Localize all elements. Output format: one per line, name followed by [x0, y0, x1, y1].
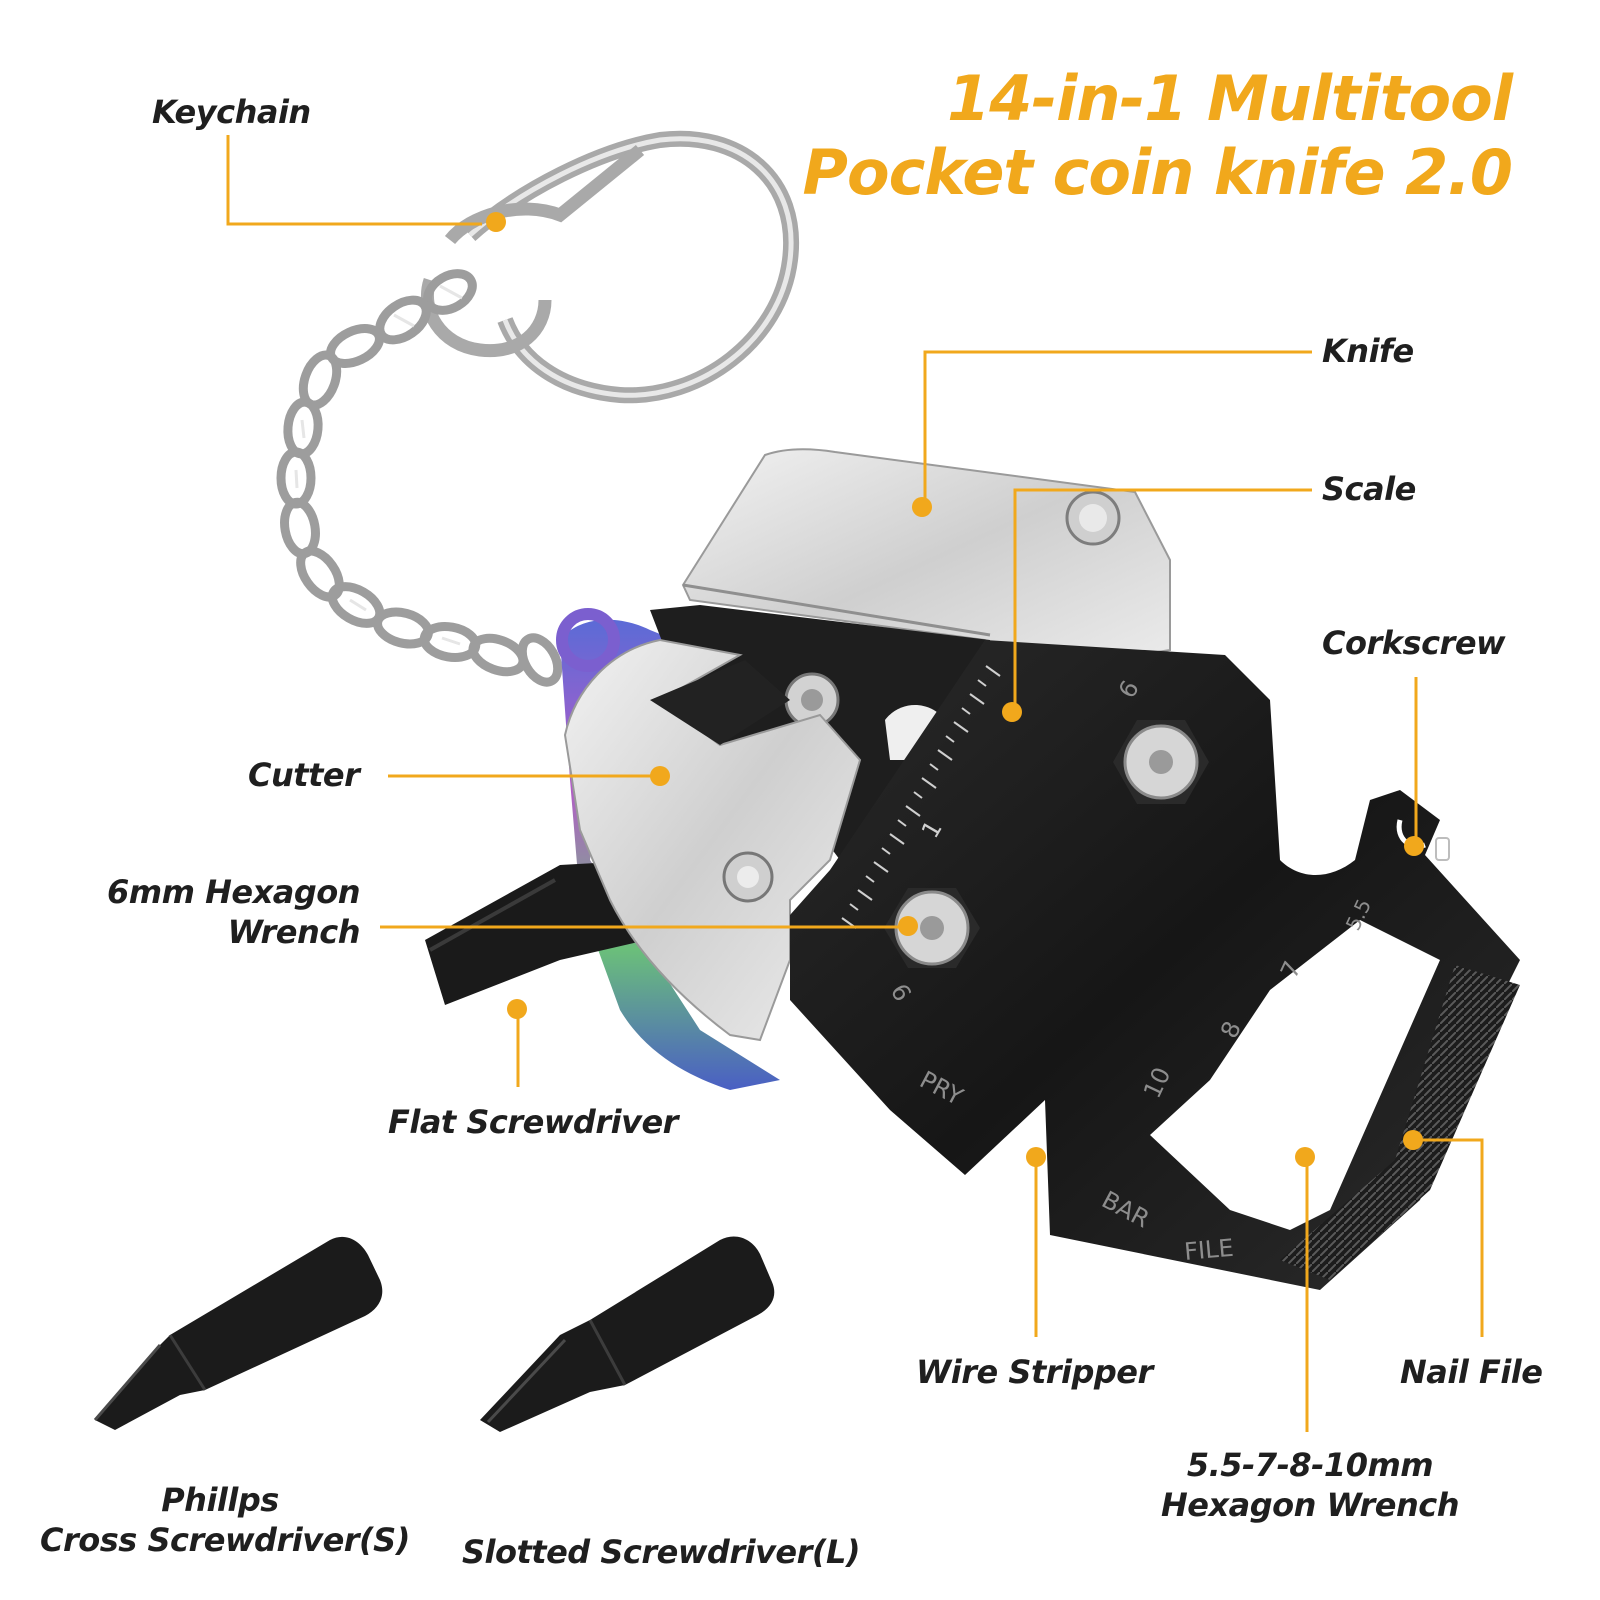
label-phillips-line-1: Phillps [161, 1481, 279, 1519]
label-6mm-hexagon-wrench: 6mm Hexagon Wrench [60, 872, 360, 952]
label-cutter: Cutter [248, 756, 360, 794]
label-multi-hex-line-2: Hexagon Wrench [1161, 1486, 1459, 1524]
callout-lines [226, 135, 1484, 1432]
engraving-file: FILE [1183, 1234, 1235, 1266]
nail-file-surface [1280, 965, 1520, 1280]
title-line-1: 14-in-1 Multitool [947, 62, 1513, 135]
label-scale: Scale [1322, 470, 1416, 508]
label-multi-hexagon-wrench: 5.5-7-8-10mm Hexagon Wrench [1120, 1445, 1500, 1525]
label-multi-hex-line-1: 5.5-7-8-10mm [1186, 1446, 1434, 1484]
chain [276, 269, 563, 687]
scale-ticks [841, 665, 1001, 929]
product-title: 14-in-1 Multitool Pocket coin knife 2.0 [802, 62, 1513, 210]
title-line-2: Pocket coin knife 2.0 [802, 136, 1513, 209]
label-slotted-screwdriver: Slotted Screwdriver(L) [462, 1533, 861, 1571]
torx-screws [884, 720, 1209, 968]
label-phillips-screwdriver: Phillps Cross Screwdriver(S) [40, 1480, 410, 1560]
label-phillips-line-2: Cross Screwdriver(S) [40, 1521, 410, 1559]
label-6mm-line-1: 6mm Hexagon [107, 873, 360, 911]
cutter-plate [563, 638, 862, 1042]
label-knife: Knife [1322, 332, 1414, 370]
keyring-clasp [420, 130, 800, 404]
label-wire-stripper: Wire Stripper [916, 1353, 1153, 1391]
label-nail-file: Nail File [1400, 1353, 1543, 1391]
label-6mm-line-2: Wrench [227, 913, 361, 951]
callout-dots [486, 212, 1424, 1167]
slotted-bit [480, 1236, 775, 1432]
label-flat-screwdriver: Flat Screwdriver [388, 1103, 678, 1141]
phillips-bit [93, 1236, 383, 1430]
label-keychain: Keychain [152, 93, 311, 131]
label-corkscrew: Corkscrew [1322, 624, 1506, 662]
